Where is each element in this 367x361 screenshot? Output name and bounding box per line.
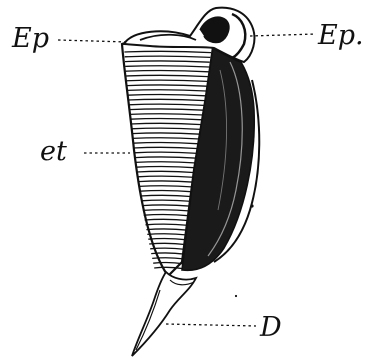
spine-point — [132, 272, 196, 356]
ink-speck — [235, 295, 237, 297]
ink-speck — [250, 204, 253, 207]
leader-ep-right — [250, 34, 316, 36]
label-et: et — [40, 136, 67, 167]
label-d: D — [259, 312, 282, 343]
label-ep-right: Ep. — [317, 20, 364, 51]
leader-d — [166, 324, 256, 326]
label-ep-left: Ep — [11, 23, 49, 54]
leader-ep-left — [58, 40, 128, 42]
